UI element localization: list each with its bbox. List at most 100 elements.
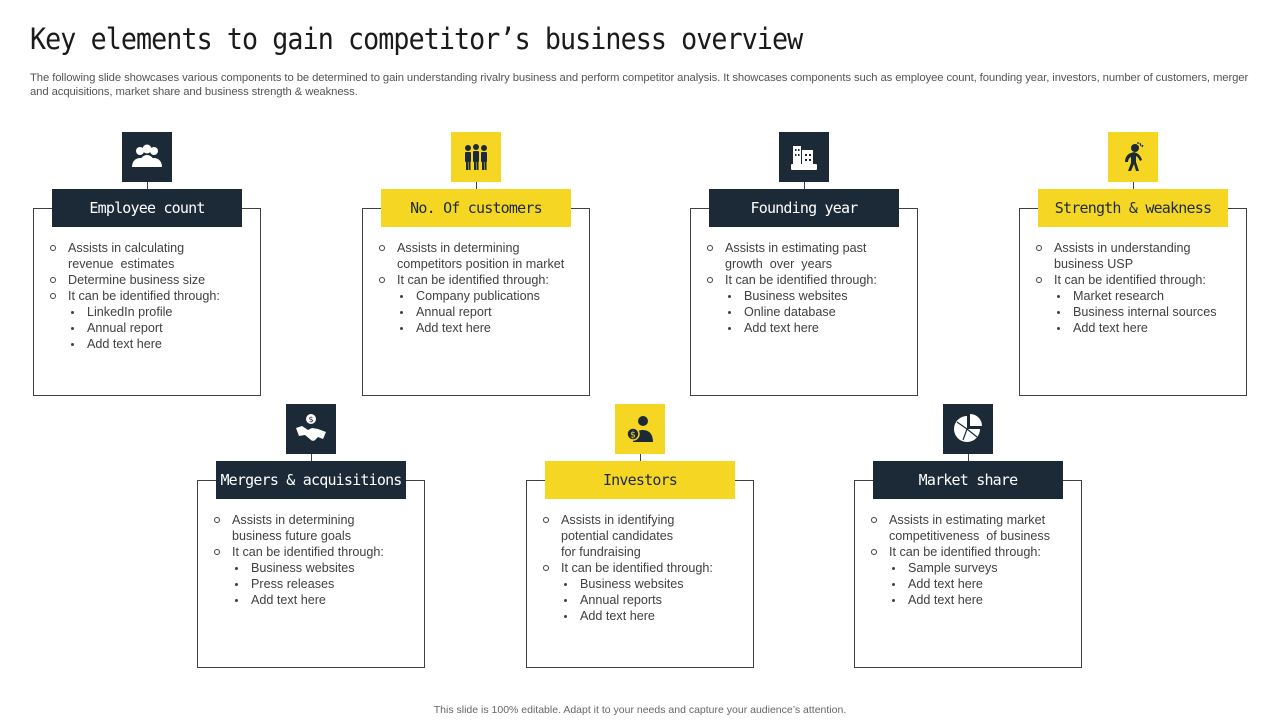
bullet-text-line: Online database bbox=[744, 305, 836, 319]
sub-bullet-item: Sample surveys bbox=[870, 560, 1075, 576]
sub-bullet-item: Add text here bbox=[870, 592, 1075, 608]
info-card bbox=[854, 480, 1082, 668]
info-card bbox=[362, 208, 590, 396]
bullet-text-line: Assists in determining bbox=[397, 241, 520, 255]
bullet-text-line: It can be identified through: bbox=[68, 289, 220, 303]
bullet-text-line: Add text here bbox=[744, 321, 819, 335]
bullet-text-line: Annual reports bbox=[580, 593, 662, 607]
bullet-item: It can be identified through: bbox=[378, 272, 583, 288]
bullet-text-line: It can be identified through: bbox=[1054, 273, 1206, 287]
pie-chart-icon bbox=[943, 404, 993, 454]
bullet-text-line: for fundraising bbox=[561, 545, 641, 559]
bullet-item: Assists in calculating revenue estimates bbox=[49, 240, 254, 272]
sub-bullet-item: Press releases bbox=[213, 576, 418, 592]
sub-bullet-item: Business websites bbox=[213, 560, 418, 576]
bullet-item: It can be identified through: bbox=[706, 272, 911, 288]
icon-connector bbox=[640, 454, 641, 462]
bullet-text-line: It can be identified through: bbox=[889, 545, 1041, 559]
bullet-text-line: Determine business size bbox=[68, 273, 206, 287]
bullet-text-line: Assists in calculating bbox=[68, 241, 185, 255]
sub-bullet-item: Annual report bbox=[49, 320, 254, 336]
bullet-text-line: Assists in estimating market bbox=[889, 513, 1046, 527]
bullet-item: Assists in estimating market competitiven… bbox=[870, 512, 1075, 544]
card-bullet-list: Assists in understanding business USP It c… bbox=[1035, 240, 1240, 336]
bullet-text-line: It can be identified through: bbox=[397, 273, 549, 287]
sub-bullet-item: Add text here bbox=[706, 320, 911, 336]
bullet-text-line: Assists in identifying bbox=[561, 513, 675, 527]
bullet-text-line: Business internal sources bbox=[1073, 305, 1217, 319]
bullet-text-line: Annual report bbox=[87, 321, 163, 335]
bullet-item: It can be identified through: bbox=[870, 544, 1075, 560]
bullet-text-line: Annual report bbox=[416, 305, 492, 319]
bullet-item: Assists in determining competitors positi… bbox=[378, 240, 583, 272]
icon-connector bbox=[311, 454, 312, 462]
bullet-text-line: Assists in understanding bbox=[1054, 241, 1191, 255]
bullet-text-line: business future goals bbox=[232, 529, 352, 543]
bullet-text-line: competitiveness of business bbox=[889, 529, 1051, 543]
svg-text:$: $ bbox=[308, 415, 313, 424]
bullet-text-line: Add text here bbox=[251, 593, 326, 607]
sub-bullet-item: Add text here bbox=[542, 608, 747, 624]
icon-connector bbox=[476, 182, 477, 190]
investor-icon: $ bbox=[615, 404, 665, 454]
bullet-text-line: Business websites bbox=[744, 289, 848, 303]
bullet-item: Assists in identifying potential candidat… bbox=[542, 512, 747, 560]
bullet-text-line: Business websites bbox=[251, 561, 355, 575]
card-header: No. Of customers bbox=[381, 189, 571, 227]
bullet-text-line: competitors position in market bbox=[397, 257, 565, 271]
bullet-text-line: Business websites bbox=[580, 577, 684, 591]
bullet-item: Assists in understanding business USP bbox=[1035, 240, 1240, 272]
bullet-text-line: Add text here bbox=[908, 593, 983, 607]
sub-bullet-item: Add text here bbox=[49, 336, 254, 352]
bullet-item: It can be identified through: bbox=[1035, 272, 1240, 288]
info-card bbox=[197, 480, 425, 668]
sub-bullet-item: Business internal sources bbox=[1035, 304, 1240, 320]
bullet-text-line: business USP bbox=[1054, 257, 1134, 271]
sub-bullet-item: Market research bbox=[1035, 288, 1240, 304]
bullet-text-line: Assists in determining bbox=[232, 513, 355, 527]
icon-connector bbox=[968, 454, 969, 462]
bullet-item: It can be identified through: bbox=[542, 560, 747, 576]
sub-bullet-item: Add text here bbox=[1035, 320, 1240, 336]
sub-bullet-item: Company publications bbox=[378, 288, 583, 304]
bullet-text-line: Company publications bbox=[416, 289, 540, 303]
card-bullet-list: Assists in identifying potential candidat… bbox=[542, 512, 747, 624]
bullet-text-line: It can be identified through: bbox=[561, 561, 713, 575]
info-card bbox=[690, 208, 918, 396]
info-card bbox=[33, 208, 261, 396]
bullet-text-line: Add text here bbox=[580, 609, 655, 623]
bullet-text-line: Sample surveys bbox=[908, 561, 998, 575]
bullet-text-line: It can be identified through: bbox=[725, 273, 877, 287]
team-icon bbox=[122, 132, 172, 182]
bullet-item: It can be identified through: bbox=[49, 288, 254, 304]
bullet-text-line: Add text here bbox=[416, 321, 491, 335]
bullet-text-line: potential candidates bbox=[561, 529, 674, 543]
info-card bbox=[1019, 208, 1247, 396]
building-year-icon bbox=[779, 132, 829, 182]
icon-connector bbox=[804, 182, 805, 190]
sub-bullet-item: LinkedIn profile bbox=[49, 304, 254, 320]
icon-connector bbox=[147, 182, 148, 190]
card-bullet-list: Assists in determining business future go… bbox=[213, 512, 418, 608]
card-header: Founding year bbox=[709, 189, 899, 227]
card-header: Market share bbox=[873, 461, 1063, 499]
sub-bullet-item: Add text here bbox=[870, 576, 1075, 592]
info-card bbox=[526, 480, 754, 668]
bullet-item: Determine business size bbox=[49, 272, 254, 288]
svg-text:$: $ bbox=[630, 431, 636, 441]
bullet-text-line: revenue estimates bbox=[68, 257, 175, 271]
sub-bullet-item: Business websites bbox=[706, 288, 911, 304]
sub-bullet-item: Business websites bbox=[542, 576, 747, 592]
card-bullet-list: Assists in estimating market competitiven… bbox=[870, 512, 1075, 608]
customers-group-icon bbox=[451, 132, 501, 182]
card-header: Strength & weakness bbox=[1038, 189, 1228, 227]
icon-connector bbox=[1133, 182, 1134, 190]
sub-bullet-item: Annual report bbox=[378, 304, 583, 320]
card-header: Mergers & acquisitions bbox=[216, 461, 406, 499]
bullet-text-line: It can be identified through: bbox=[232, 545, 384, 559]
slide-title: Key elements to gain competitor’s busine… bbox=[30, 22, 803, 56]
bullet-text-line: Add text here bbox=[1073, 321, 1148, 335]
slide-footer: This slide is 100% editable. Adapt it to… bbox=[433, 704, 847, 716]
